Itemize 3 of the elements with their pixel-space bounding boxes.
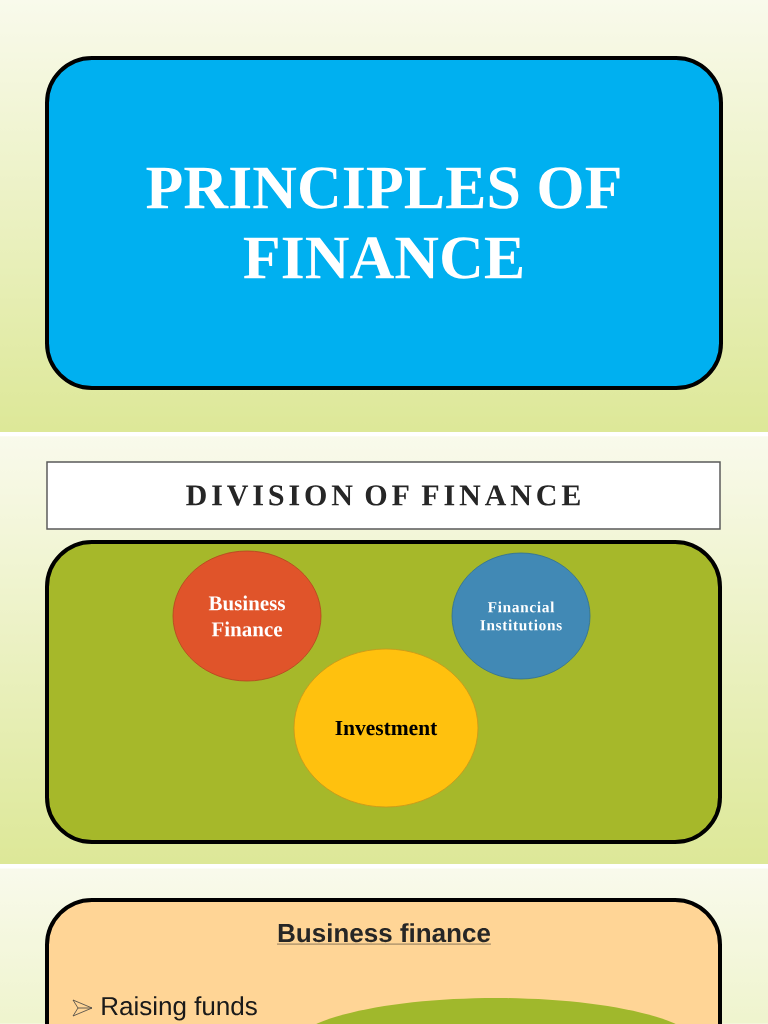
- heading-bar: DIVISION OF FINANCE: [46, 461, 721, 530]
- bullet-text: Raising funds: [102, 996, 257, 1021]
- title-box: PRINCIPLES OF FINANCE: [45, 56, 723, 390]
